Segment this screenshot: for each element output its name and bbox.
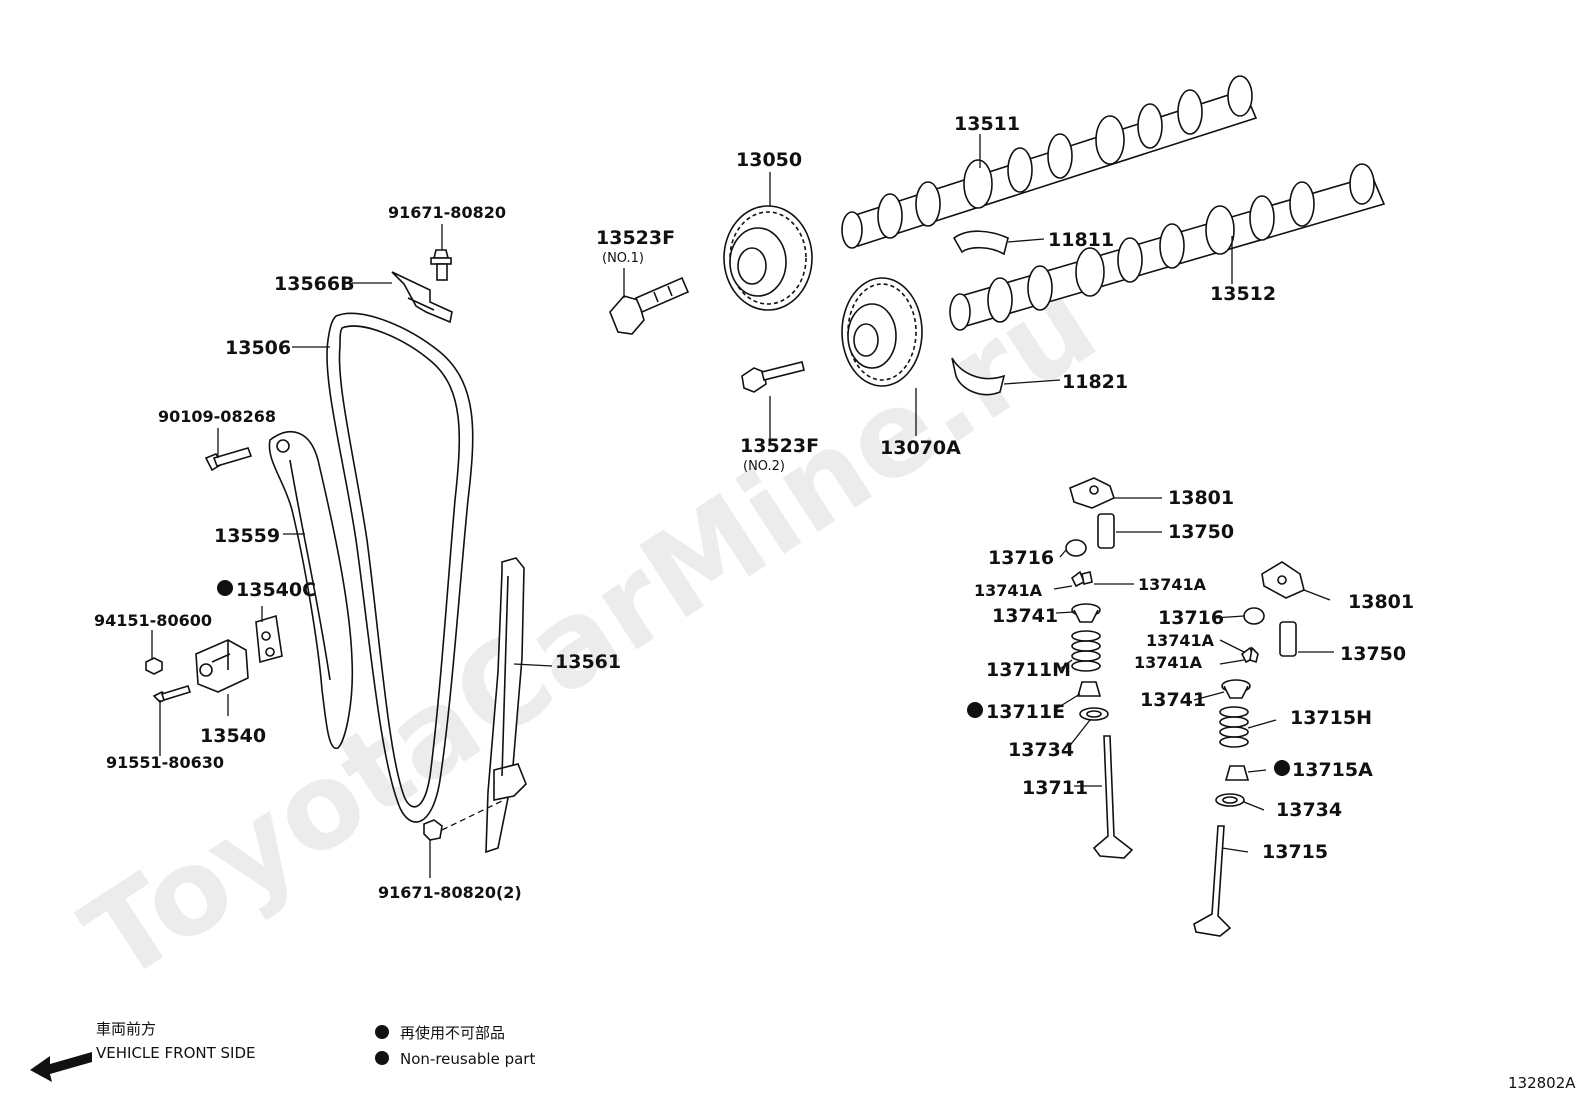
label-13741-b: 13741	[1140, 689, 1206, 711]
leader-lines	[151, 134, 1334, 878]
label-13716-b: 13716	[1158, 607, 1224, 629]
valve-seal-13715a-drawing	[1224, 765, 1250, 781]
cam-timing-gear-13070a-drawing	[841, 277, 923, 387]
label-11821: 11821	[1062, 371, 1128, 393]
tensioner-gasket-13540c-drawing	[255, 614, 283, 664]
label-13741a-c: 13741A	[1146, 631, 1215, 650]
diagram-code: 132802A	[1508, 1074, 1576, 1092]
label-13561: 13561	[555, 651, 621, 673]
legend-nonreuse-en: Non-reusable part	[400, 1050, 535, 1068]
cam-timing-gear-13050-drawing	[723, 205, 813, 311]
label-11811: 11811	[1048, 229, 1114, 251]
spring-13711m-drawing	[1071, 630, 1101, 672]
cap-13716-a-drawing	[1065, 539, 1087, 557]
bearing-11811-drawing	[952, 230, 1009, 256]
label-91551-80630: 91551-80630	[106, 753, 224, 772]
label-13523f-no2: 13523F	[740, 435, 819, 457]
label-13715h: 13715H	[1290, 707, 1372, 729]
front-arrow-icon	[30, 1052, 92, 1082]
spring-13715h-drawing	[1219, 706, 1249, 748]
label-13741a-a: 13741A	[974, 581, 1043, 600]
bolt-91671-bottom-drawing	[423, 819, 443, 841]
label-91671-80820-2: 91671-80820(2)	[378, 883, 522, 902]
legend-front-jp: 車両前方	[96, 1020, 156, 1038]
chain-tensioner-13540-drawing	[195, 639, 249, 693]
label-13711e: 13711E	[986, 701, 1065, 723]
rocker-arm-13801-a-drawing	[1069, 477, 1115, 509]
label-90109-08268: 90109-08268	[158, 407, 276, 426]
label-13523f-no1: 13523F	[596, 227, 675, 249]
intake-valve-13711-drawing	[1092, 735, 1134, 859]
keeper-13741a-a-drawing	[1070, 570, 1093, 588]
label-13506: 13506	[225, 337, 291, 359]
label-91671-80820-top: 91671-80820	[388, 203, 506, 222]
label-13511: 13511	[954, 113, 1020, 135]
label-13540: 13540	[200, 725, 266, 747]
keeper-13741a-b-drawing	[1240, 646, 1259, 664]
exhaust-valve-13715-drawing	[1193, 825, 1232, 937]
label-13741a-d: 13741A	[1134, 653, 1203, 672]
label-13523f-no2-sub: (NO.2)	[743, 459, 785, 474]
label-13741a-b: 13741A	[1138, 575, 1207, 594]
label-13734-b: 13734	[1276, 799, 1342, 821]
watermark: ToyotaCarMine.ru	[60, 254, 1119, 1009]
label-13711m: 13711M	[986, 659, 1071, 681]
retainer-13741-a-drawing	[1071, 603, 1101, 623]
non-reusable-marker-13715a	[1274, 760, 1290, 776]
timing-chain-13506-drawing	[326, 312, 474, 823]
camshaft-13511-drawing	[841, 75, 1258, 249]
control-valve-bolt-13523f-no1-drawing	[609, 276, 690, 335]
cap-13716-b-drawing	[1243, 607, 1265, 625]
label-13734-a: 13734	[1008, 739, 1074, 761]
label-13512: 13512	[1210, 283, 1276, 305]
label-13801-b: 13801	[1348, 591, 1414, 613]
label-13070a: 13070A	[880, 437, 961, 459]
slipper-guide-13559-drawing	[268, 431, 354, 749]
camshaft-13512-drawing	[949, 163, 1386, 331]
label-13715a: 13715A	[1292, 759, 1373, 781]
label-13750-a: 13750	[1168, 521, 1234, 543]
bolt-90109-drawing	[204, 447, 253, 472]
label-13050: 13050	[736, 149, 802, 171]
bearing-11821-drawing	[951, 357, 1006, 396]
label-13741-a: 13741	[992, 605, 1058, 627]
chain-guide-13566b-drawing	[391, 271, 453, 324]
spring-seat-13734-b-drawing	[1215, 793, 1245, 807]
legend-front-en: VEHICLE FRONT SIDE	[96, 1044, 256, 1062]
lash-adjuster-13750-b-drawing	[1279, 621, 1297, 657]
label-13750-b: 13750	[1340, 643, 1406, 665]
non-reusable-marker-13711e	[967, 702, 983, 718]
label-13711: 13711	[1022, 777, 1088, 799]
bolt-91551-drawing	[152, 685, 192, 703]
bolt-91671-top-drawing	[430, 249, 452, 281]
lash-adjuster-13750-a-drawing	[1097, 513, 1115, 549]
label-94151-80600: 94151-80600	[94, 611, 212, 630]
legend-nonreuse-jp: 再使用不可部品	[400, 1024, 505, 1042]
chain-damper-13561-drawing	[485, 557, 527, 854]
control-valve-bolt-13523f-no2-drawing	[741, 361, 805, 393]
valve-seal-13711e-drawing	[1076, 681, 1102, 697]
legend-dot-icon-en	[375, 1051, 389, 1065]
label-13716-a: 13716	[988, 547, 1054, 569]
retainer-13741-b-drawing	[1221, 679, 1251, 699]
label-13801-a: 13801	[1168, 487, 1234, 509]
legend-dot-icon-jp	[375, 1025, 389, 1039]
label-13523f-no1-sub: (NO.1)	[602, 251, 644, 266]
spring-seat-13734-a-drawing	[1079, 707, 1109, 721]
rocker-arm-13801-b-drawing	[1261, 561, 1305, 599]
non-reusable-marker-13540c	[217, 580, 233, 596]
label-13540c: 13540C	[236, 579, 316, 601]
bolt-alignment-dash	[441, 799, 505, 831]
label-13559: 13559	[214, 525, 280, 547]
label-13715: 13715	[1262, 841, 1328, 863]
label-13566b: 13566B	[274, 273, 355, 295]
nut-94151-drawing	[145, 657, 163, 675]
